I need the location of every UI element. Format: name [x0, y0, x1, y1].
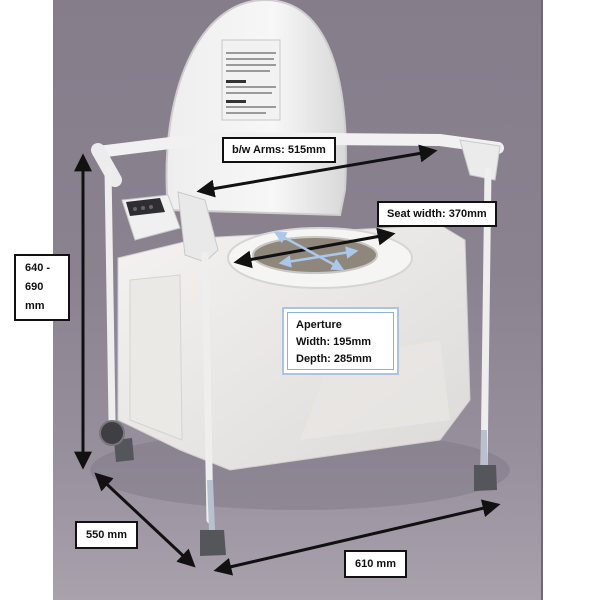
right-armrest [459, 139, 501, 181]
aperture-label: Aperture Width: 195mm Depth: 285mm [282, 307, 399, 375]
seat-width-text: Seat width: 370mm [387, 208, 487, 220]
height-label: 640 - 690 mm [14, 254, 70, 321]
aperture-width-arrow [278, 246, 359, 268]
seat-width-label: Seat width: 370mm [377, 201, 497, 227]
foot-tip-rear-left [114, 438, 134, 462]
width-arrow [213, 499, 501, 576]
product-photo [53, 0, 543, 600]
arm-width-label: b/w Arms: 515mm [222, 137, 336, 163]
commode-illustration [74, 0, 510, 576]
depth-text: 550 mm [86, 529, 127, 541]
width-text: 610 mm [355, 558, 396, 570]
foot-tip-front-right [474, 465, 497, 491]
arm-width-text: b/w Arms: 515mm [232, 144, 326, 156]
height-text-line2: 690 mm [25, 281, 45, 312]
depth-label: 550 mm [75, 521, 138, 549]
foot-tip-front-left [200, 530, 226, 556]
leg-extensions [207, 430, 487, 531]
height-text-line1: 640 - [25, 262, 51, 274]
aperture-depth-text: Depth: 285mm [296, 353, 372, 365]
depth-arrow [94, 472, 196, 568]
aperture-width-text: Width: 195mm [296, 336, 372, 348]
arm-width-arrow [196, 144, 438, 198]
aperture-title: Aperture [296, 319, 342, 331]
width-label: 610 mm [344, 550, 407, 578]
castor-wheel [99, 420, 125, 446]
left-armrest [177, 191, 219, 263]
